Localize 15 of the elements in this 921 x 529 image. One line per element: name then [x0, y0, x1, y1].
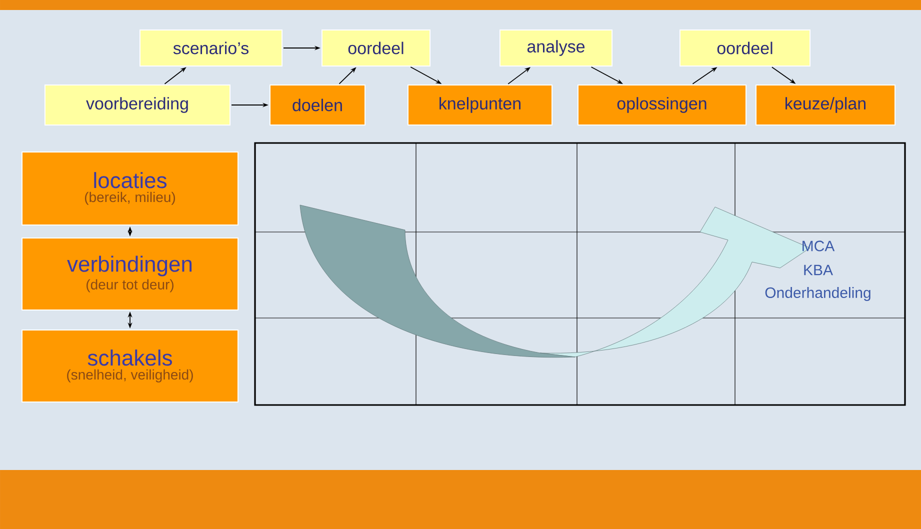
step-box: doelen: [270, 84, 366, 126]
method-label: Onderhandeling: [765, 287, 870, 301]
note-box: scenario’s: [140, 30, 282, 66]
note-box: oordeel: [680, 30, 810, 66]
method-label: MCA: [802, 240, 835, 252]
category-box: verbindingen (deur tot deur): [22, 238, 238, 310]
note-box: voorbereiding: [44, 84, 230, 126]
step-box: knelpunten: [408, 84, 552, 126]
method-label: KBA: [804, 264, 833, 276]
note-box: analyse: [500, 30, 612, 66]
category-box: schakels (snelheid, veiligheid): [22, 330, 238, 402]
step-box: oplossingen: [578, 84, 746, 126]
step-box: keuze/plan: [756, 84, 896, 126]
category-box: locaties (bereik, milieu): [22, 152, 238, 226]
note-box: oordeel: [322, 30, 430, 66]
